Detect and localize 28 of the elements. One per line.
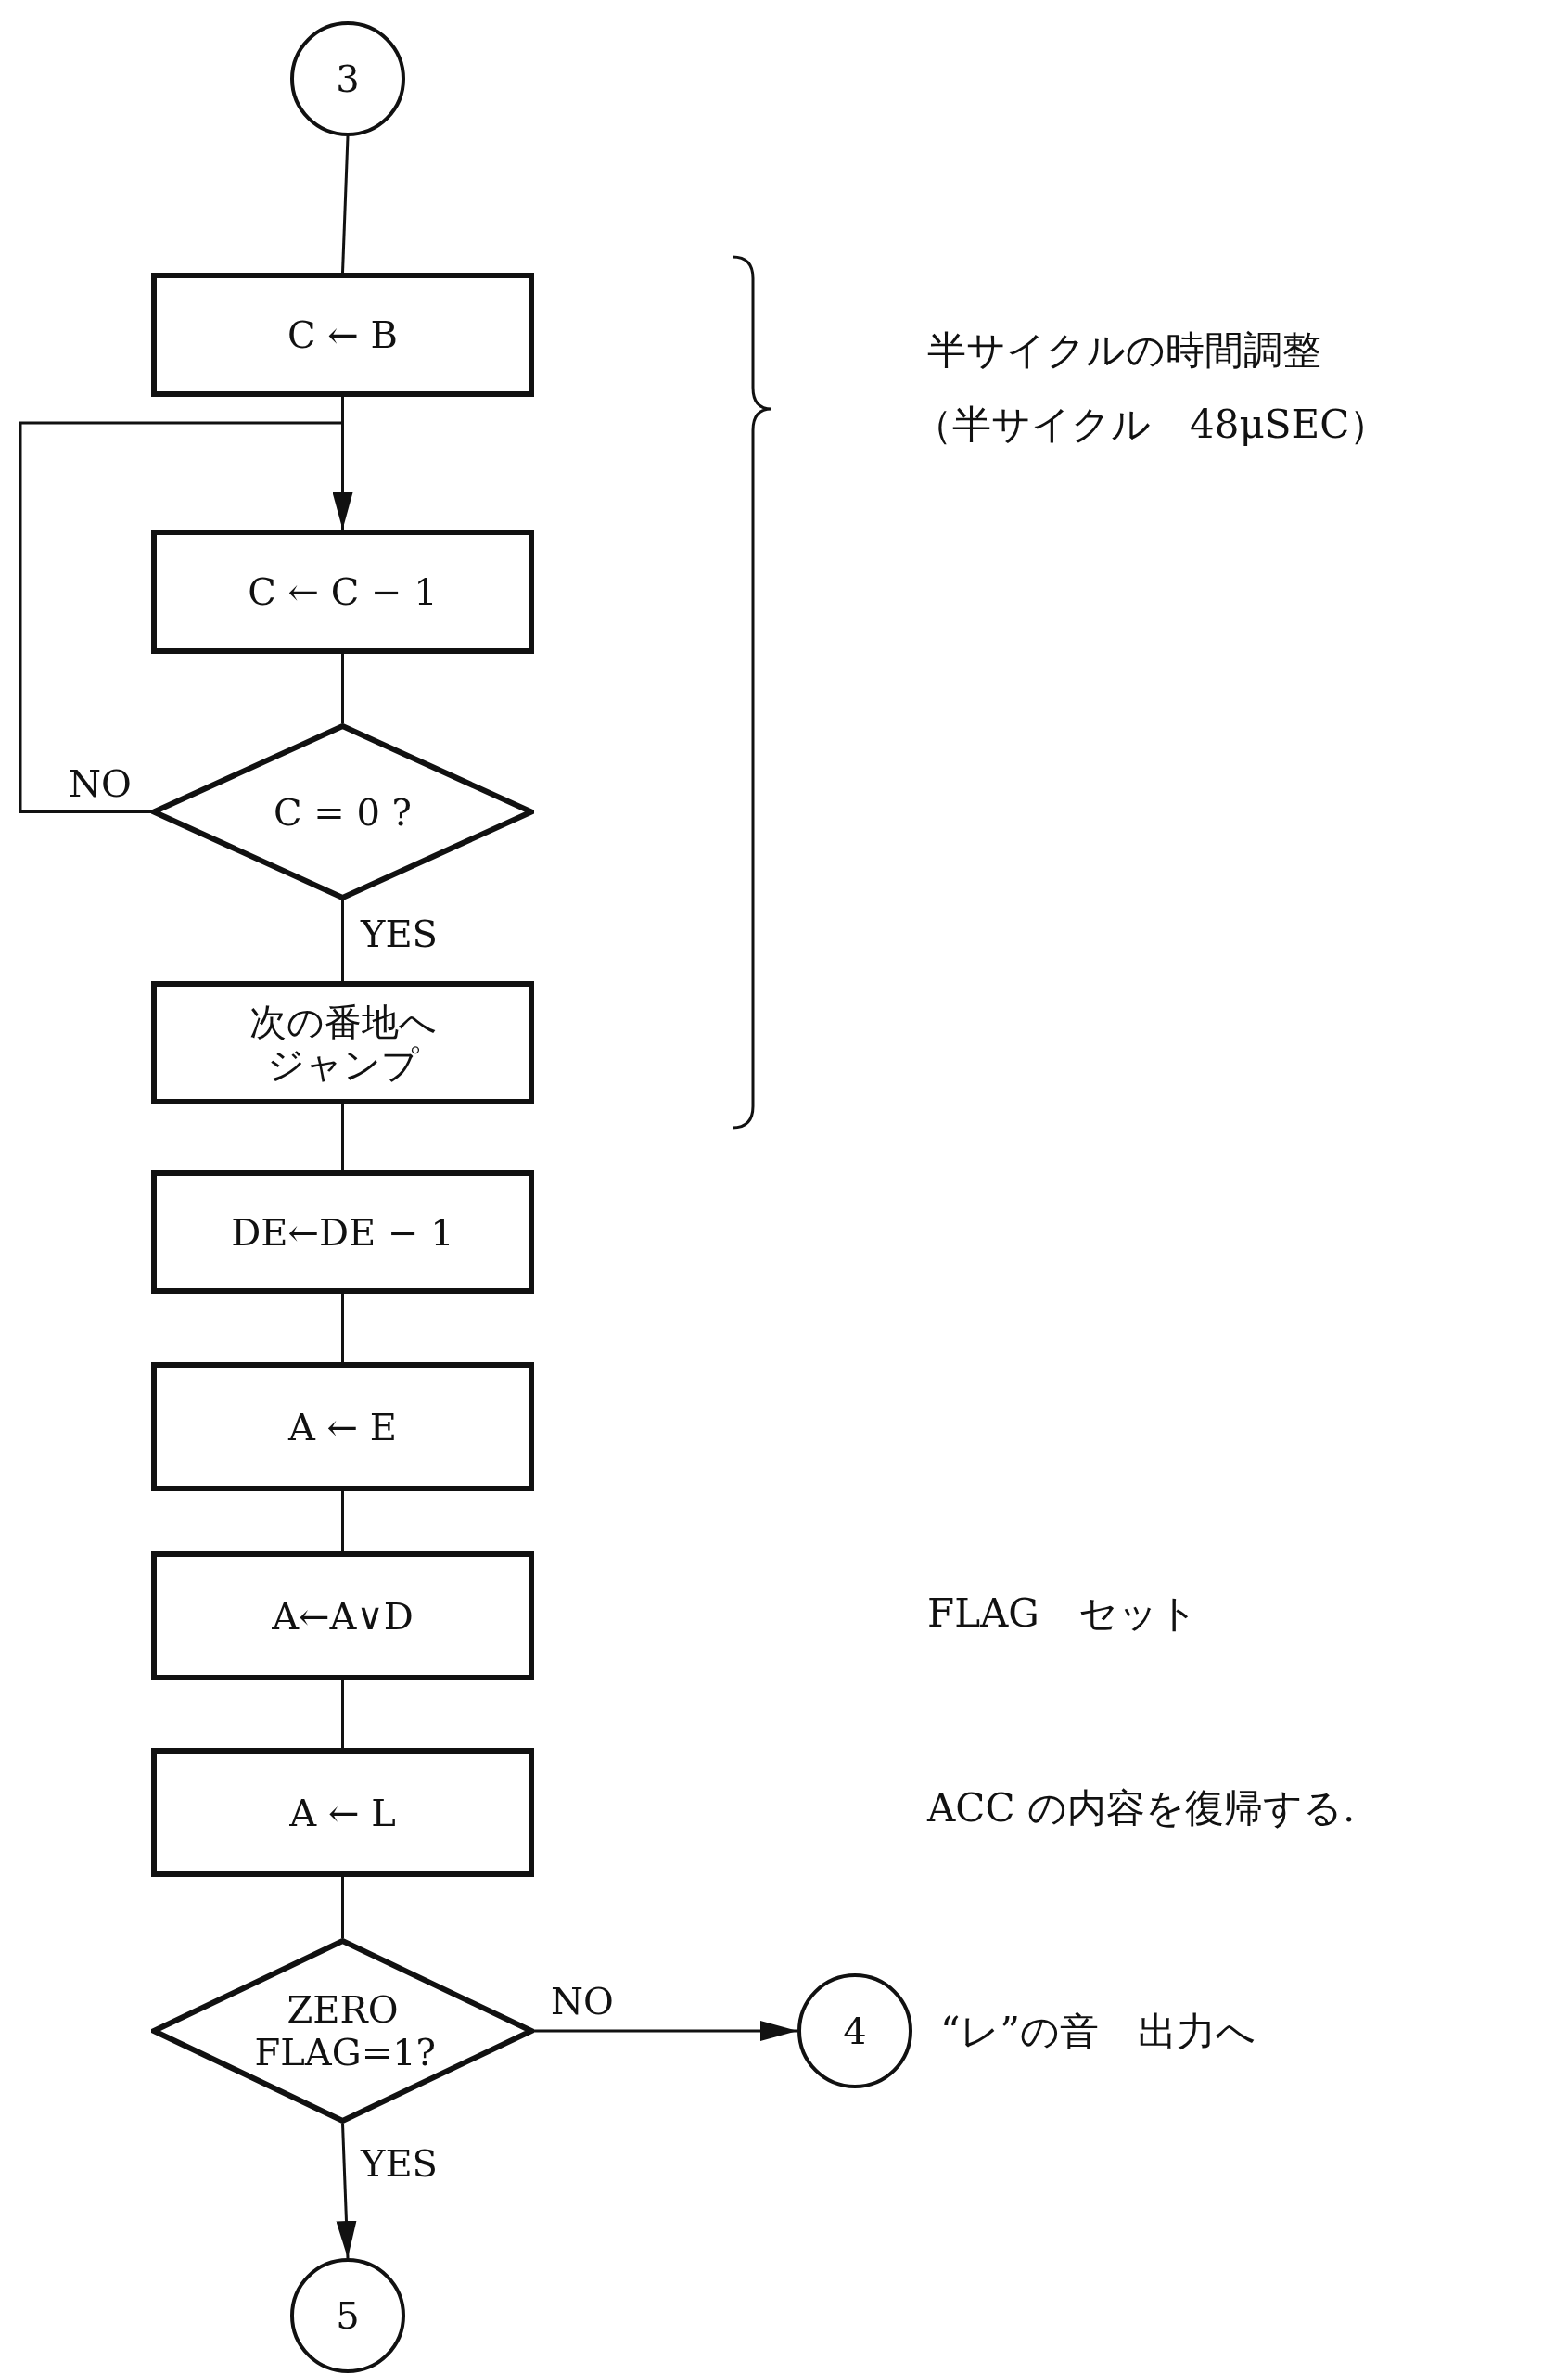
arrow [534,2021,797,2041]
connector-circle: 5 [290,2258,405,2373]
arrow [336,2123,357,2259]
process-box: A ← E [151,1362,534,1491]
connector-circle: 4 [797,1973,912,2088]
note-text: “レ”の音 出力へ [940,2008,1256,2056]
connector-line [341,1877,344,1938]
connector-line [341,900,344,981]
note-text: FLAG セット [927,1589,1198,1638]
decision-diamond: C = 0 ? [151,723,534,900]
process-box: A←A∨D [151,1551,534,1680]
process-box: DE←DE − 1 [151,1170,534,1294]
connector-line [341,1294,344,1362]
note-text: （半サイクル 48μSEC） [913,401,1389,449]
note-text: ACC の内容を復帰する. [927,1784,1356,1832]
connector-circle: 3 [290,21,405,136]
decision-diamond: ZERO FLAG=1? [151,1938,534,2124]
note-text: 半サイクルの時間調整 [927,326,1321,375]
arrow [19,421,353,813]
connector-line [341,654,344,723]
connector-line [341,1104,344,1170]
process-box: A ← L [151,1748,534,1877]
connector-line [341,1680,344,1748]
connector-line [341,135,350,274]
connector-line [341,1491,344,1551]
process-box: 次の番地へジャンプ [151,981,534,1104]
process-box: C ← C − 1 [151,530,534,654]
process-box: C ← B [151,273,534,397]
